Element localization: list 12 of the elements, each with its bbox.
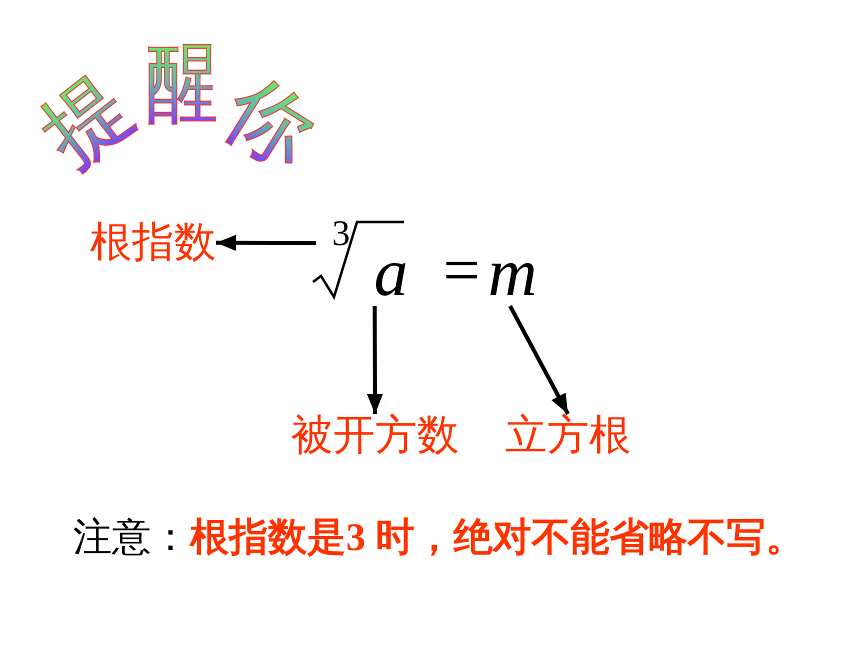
- radicand: a: [374, 238, 408, 306]
- callout-label: 立方根: [505, 414, 631, 456]
- wordart-title: 提醒你: [40, 38, 330, 178]
- callout-label: 被开方数: [291, 414, 459, 456]
- callout-label: 根指数: [90, 221, 216, 263]
- leader-arrow: [508, 305, 570, 415]
- leader-arrow: [216, 234, 316, 251]
- note-text: 注意：根指数是3 时，绝对不能省略不写。: [73, 518, 804, 557]
- equals-sign: =: [443, 238, 480, 304]
- leader-arrow: [366, 306, 383, 414]
- root-index: 3: [316, 215, 350, 251]
- root-value: m: [488, 238, 538, 306]
